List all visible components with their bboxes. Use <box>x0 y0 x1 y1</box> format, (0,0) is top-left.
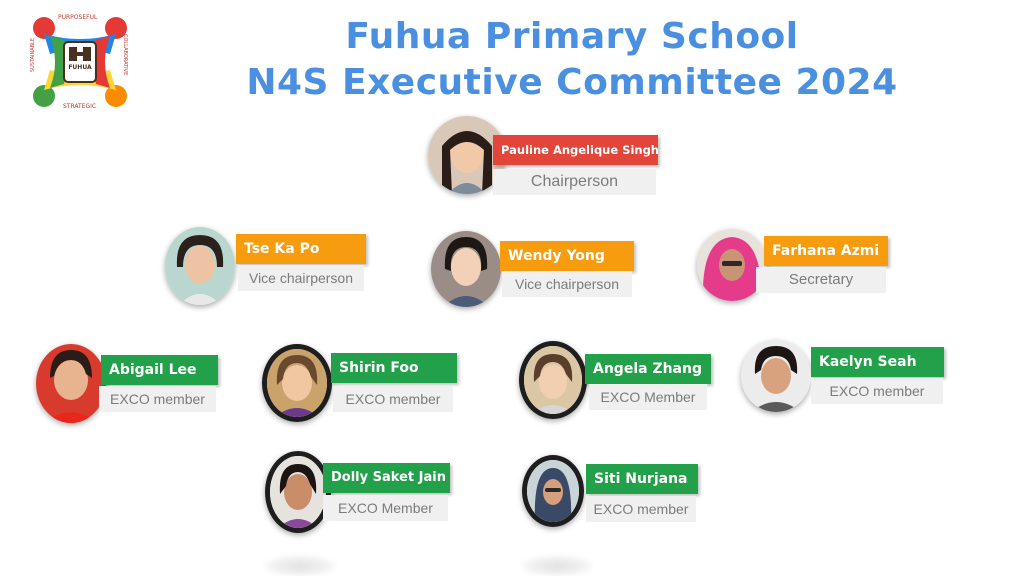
avatar <box>522 455 584 527</box>
avatar <box>741 340 811 412</box>
member-role: EXCO member <box>333 386 453 412</box>
page-subtitle: N4S Executive Committee 2024 <box>246 62 898 103</box>
school-logo: PURPOSEFUL COLLABORATIVE STRATEGIC SUSTA… <box>30 14 130 110</box>
page-title: Fuhua Primary School <box>345 16 799 57</box>
member-name: Angela Zhang <box>585 354 711 384</box>
member-name: Pauline Angelique Singh <box>493 135 659 165</box>
avatar <box>519 341 587 419</box>
member-name: Wendy Yong <box>500 241 634 271</box>
shadow-decoration <box>522 556 592 576</box>
logo-word-right: COLLABORATIVE <box>122 34 128 76</box>
shadow-decoration <box>265 556 335 576</box>
avatar <box>265 451 331 533</box>
member-role: Vice chairperson <box>238 265 364 291</box>
logo-word-top: PURPOSEFUL <box>58 14 98 21</box>
avatar <box>697 229 767 301</box>
member-role: EXCO member <box>586 496 696 522</box>
member-name: Tse Ka Po <box>236 234 366 264</box>
member-role: Vice chairperson <box>502 271 632 297</box>
member-role: EXCO Member <box>589 384 707 410</box>
member-name: Farhana Azmi <box>764 236 888 266</box>
member-role: EXCO Member <box>323 495 448 521</box>
member-name: Dolly Saket Jain <box>323 463 450 493</box>
member-name: Shirin Foo <box>331 353 457 383</box>
member-name: Abigail Lee <box>101 355 218 385</box>
member-role: Secretary <box>756 267 886 293</box>
avatar <box>36 344 106 423</box>
member-role: EXCO member <box>811 378 943 404</box>
member-role: Chairperson <box>493 169 656 195</box>
avatar <box>262 344 332 422</box>
logo-center-text: FUHUA <box>68 64 92 71</box>
logo-word-bottom: STRATEGIC <box>63 103 97 110</box>
member-name: Siti Nurjana <box>586 464 698 494</box>
member-name: Kaelyn Seah <box>811 347 944 377</box>
avatar <box>431 231 501 307</box>
member-role: EXCO member <box>99 386 216 412</box>
avatar <box>165 227 235 305</box>
